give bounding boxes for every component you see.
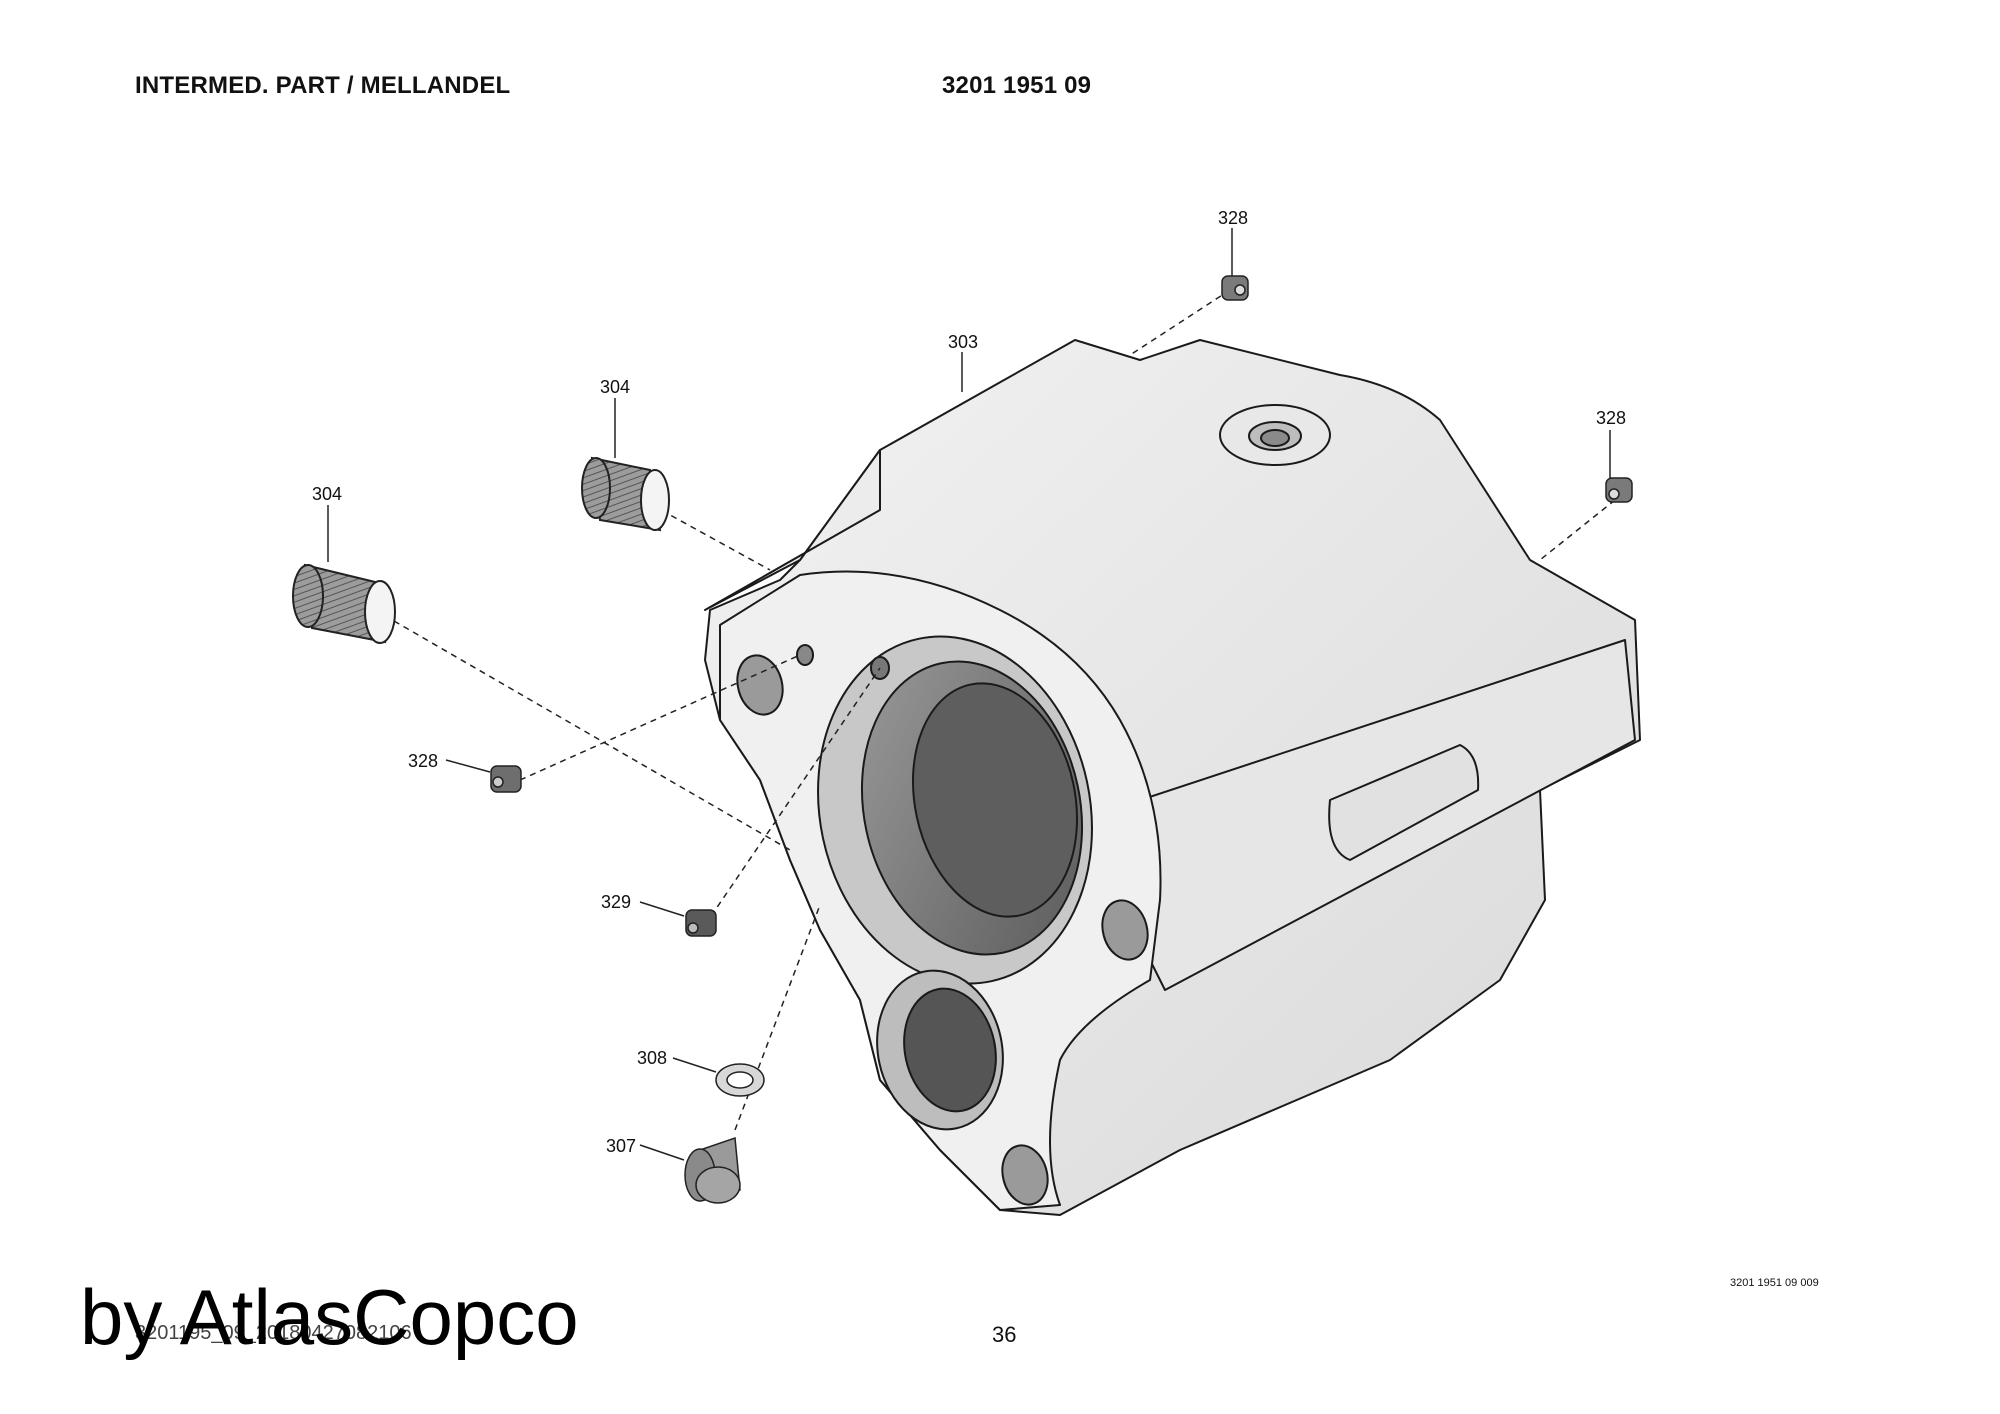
washer-308 bbox=[715, 1063, 765, 1097]
callout-307: 307 bbox=[606, 1136, 636, 1156]
callout-329: 329 bbox=[601, 892, 631, 912]
explode-lines bbox=[374, 289, 1616, 1131]
leader-lines bbox=[327, 228, 1611, 1161]
document-id: 3201195_09_20180427082106 bbox=[135, 1322, 412, 1344]
housing-part-303 bbox=[704, 339, 1641, 1216]
plug-304-upper bbox=[581, 456, 670, 532]
part-number: 3201 1951 09 bbox=[942, 72, 1092, 99]
plug-307 bbox=[684, 1136, 741, 1204]
drawing-reference: 3201 1951 09 009 bbox=[1730, 1277, 1819, 1289]
watermark: by AtlasCopco bbox=[80, 1273, 579, 1361]
callout-303: 303 bbox=[948, 332, 978, 352]
callout-304-upper: 304 bbox=[600, 377, 630, 397]
set-screw-328-left bbox=[490, 765, 522, 793]
page-title: INTERMED. PART / MELLANDEL bbox=[135, 72, 511, 99]
callout-328-top: 328 bbox=[1218, 208, 1248, 228]
set-screw-328-top bbox=[1221, 275, 1249, 301]
set-screw-329 bbox=[685, 909, 717, 937]
callout-308: 308 bbox=[637, 1048, 667, 1068]
callout-328-right: 328 bbox=[1596, 408, 1626, 428]
page-number: 36 bbox=[992, 1322, 1017, 1347]
callout-328-left: 328 bbox=[408, 751, 438, 771]
callout-304-lower: 304 bbox=[312, 484, 342, 504]
plug-304-lower bbox=[292, 563, 396, 644]
set-screw-328-right bbox=[1605, 477, 1633, 503]
